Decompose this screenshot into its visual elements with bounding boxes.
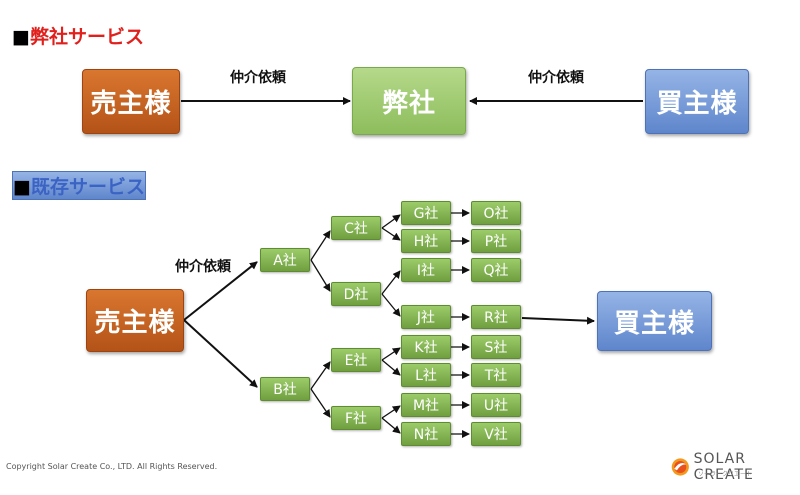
logo-subtext: ソーラークリエート bbox=[698, 471, 753, 478]
section-title-text: 既存サービス bbox=[30, 176, 145, 198]
node-c: C社 bbox=[331, 216, 381, 240]
solar-create-logo: SOLAR CREATE ソーラークリエート bbox=[670, 451, 795, 483]
request-label-left: 仲介依頼 bbox=[230, 70, 286, 86]
arrow-c-to-g bbox=[381, 214, 401, 229]
request-label-right: 仲介依頼 bbox=[528, 70, 584, 86]
node-h: H社 bbox=[401, 229, 451, 253]
company-box: 弊社 bbox=[352, 67, 466, 135]
request-label-bottom: 仲介依頼 bbox=[175, 259, 231, 275]
arrow-d-to-j bbox=[381, 293, 401, 317]
arrow-b-to-f bbox=[310, 388, 331, 418]
node-e: E社 bbox=[331, 348, 381, 372]
section-title-our-service: ■弊社サービス bbox=[12, 22, 144, 49]
node-i: I社 bbox=[401, 258, 451, 282]
node-p: P社 bbox=[471, 229, 521, 253]
node-a: A社 bbox=[260, 248, 310, 272]
node-n: N社 bbox=[401, 422, 451, 446]
buyer-box-top: 買主様 bbox=[645, 69, 749, 134]
node-v: V社 bbox=[471, 422, 521, 446]
arrow-a-to-c bbox=[310, 230, 331, 261]
node-l: L社 bbox=[401, 363, 451, 387]
logo-text: SOLAR CREATE bbox=[693, 451, 754, 483]
bullet-square: ■ bbox=[12, 26, 30, 48]
section-title-text: 弊社サービス bbox=[29, 26, 144, 48]
node-o: O社 bbox=[471, 201, 521, 225]
node-s: S社 bbox=[471, 335, 521, 359]
arrow-seller-to-a bbox=[183, 261, 258, 321]
node-r: R社 bbox=[471, 305, 521, 329]
node-m: M社 bbox=[401, 393, 451, 417]
section-title-existing-service: ■既存サービス bbox=[12, 171, 146, 200]
arrow-e-to-k bbox=[381, 347, 401, 361]
arrow-e-to-l bbox=[381, 359, 401, 376]
arrow-c-to-h bbox=[381, 227, 401, 241]
node-k: K社 bbox=[401, 335, 451, 359]
copyright-text: Copyright Solar Create Co., LTD. All Rig… bbox=[6, 462, 218, 471]
node-t: T社 bbox=[471, 363, 521, 387]
node-f: F社 bbox=[331, 406, 381, 430]
seller-box-bottom: 売主様 bbox=[86, 289, 184, 352]
node-b: B社 bbox=[260, 377, 310, 401]
arrow-d-to-i bbox=[381, 270, 401, 295]
arrow-f-to-m bbox=[381, 405, 401, 419]
arrow-r-to-buyer bbox=[521, 316, 595, 325]
arrow-seller-to-b bbox=[183, 319, 258, 388]
seller-box-top: 売主様 bbox=[82, 69, 180, 134]
node-j: J社 bbox=[401, 305, 451, 329]
node-u: U社 bbox=[471, 393, 521, 417]
bullet-square: ■ bbox=[13, 176, 31, 198]
arrow-f-to-n bbox=[381, 417, 401, 434]
sun-logo-icon bbox=[671, 458, 689, 476]
node-d: D社 bbox=[331, 282, 381, 306]
node-q: Q社 bbox=[471, 258, 521, 282]
arrow-a-to-d bbox=[310, 259, 331, 292]
node-g: G社 bbox=[401, 201, 451, 225]
buyer-box-bottom: 買主様 bbox=[597, 291, 712, 351]
arrow-b-to-e bbox=[310, 361, 331, 390]
